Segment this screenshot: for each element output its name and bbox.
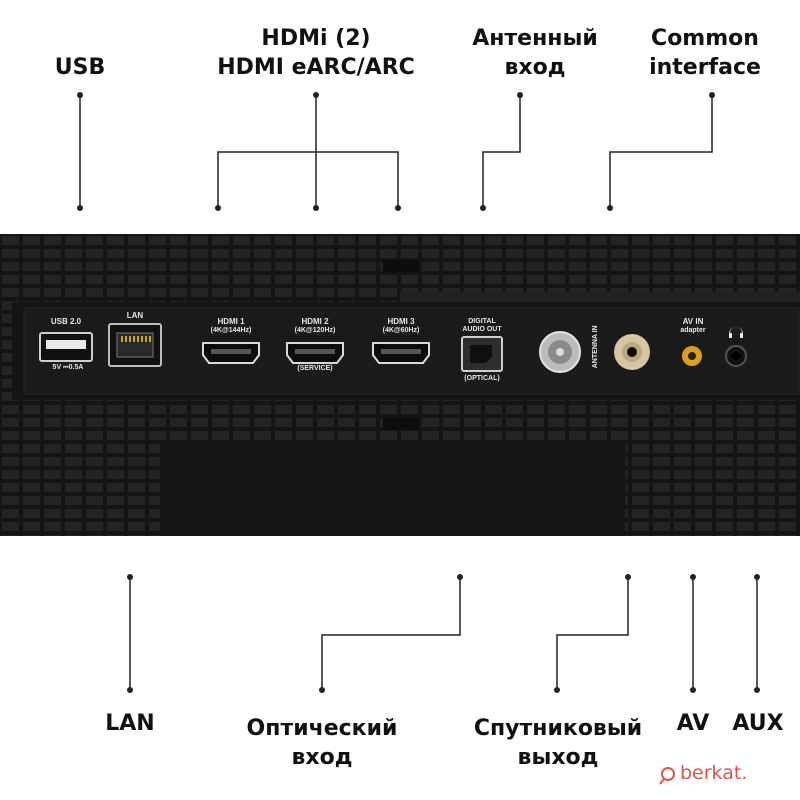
callout-lan: LAN <box>105 711 155 736</box>
callout-optical: Оптический вход <box>240 714 404 772</box>
berkat-logo-icon <box>659 767 675 785</box>
recess-panel <box>160 440 625 536</box>
optical-label-line2: AUDIO OUT <box>462 325 502 333</box>
hdmi3-spec: (4K@60Hz) <box>382 326 420 334</box>
hdmi3-label: HDMI 3 (4K@60Hz) <box>366 317 436 334</box>
antenna-label: ANTENNA IN <box>592 325 600 369</box>
callout-usb: USB <box>54 55 106 80</box>
hdmi2-tongue <box>295 349 335 354</box>
lan-pins <box>121 336 151 342</box>
watermark: berkat. <box>680 762 748 784</box>
av-in-name: AV IN <box>682 317 704 326</box>
callout-aux: AUX <box>732 711 784 736</box>
callout-antenna-line1: Антенный <box>472 26 598 51</box>
coax-connector-hole <box>627 347 637 357</box>
callout-sat-line2: выход <box>517 745 599 770</box>
callout-hdmi-line2: HDMI eARC/ARC <box>217 55 415 80</box>
av-in-label: AV IN adapter <box>670 317 716 334</box>
callout-ci-line1: Common <box>651 26 759 51</box>
top-slot <box>383 260 419 272</box>
leader-dots-bottom <box>127 574 760 693</box>
hdmi2-name: HDMI 2 <box>301 317 329 326</box>
optical-label: DIGITAL AUDIO OUT <box>452 318 512 333</box>
hdmi1-tongue <box>211 349 251 354</box>
hdmi1-name: HDMI 1 <box>217 317 245 326</box>
headphone-icon <box>729 327 743 338</box>
lan-port-label: LAN <box>126 311 144 320</box>
antenna-connector-pin <box>556 348 564 356</box>
hdmi1-label: HDMI 1 (4K@144Hz) <box>196 317 266 334</box>
leader-lines-top <box>79 95 713 208</box>
hdmi3-tongue <box>381 349 421 354</box>
callout-hdmi-line1: HDMi (2) <box>261 26 371 51</box>
callout-antenna-line2: вход <box>504 55 566 80</box>
av-in-jack-hole <box>688 352 696 360</box>
callout-optical-line1: Оптический <box>246 716 398 741</box>
optical-port-window <box>470 345 492 363</box>
callout-av: AV <box>676 711 710 736</box>
usb-port-tongue <box>46 340 86 349</box>
callout-antenna: Антенный вход <box>460 24 610 82</box>
callout-hdmi: HDMi (2) HDMI eARC/ARC <box>206 24 426 82</box>
callout-optical-line2: вход <box>291 745 353 770</box>
usb-power-label: 5V ⎓0.5A <box>52 364 84 371</box>
bottom-slot <box>383 418 419 430</box>
usb-port-label: USB 2.0 <box>50 317 82 326</box>
leader-dots-top <box>77 92 715 211</box>
leader-lines-bottom <box>129 577 758 690</box>
hdmi2-spec: (4K@120Hz) <box>294 326 336 334</box>
callout-satellite: Спутниковый выход <box>466 714 650 772</box>
panel-top-strip <box>400 292 800 302</box>
hdmi2-label: HDMI 2 (4K@120Hz) <box>280 317 350 334</box>
headphone-jack-hole <box>732 352 740 360</box>
av-in-sub: adapter <box>680 326 706 334</box>
hdmi1-spec: (4K@144Hz) <box>210 326 252 334</box>
callout-sat-line1: Спутниковый <box>473 716 643 741</box>
optical-note: (OPTICAL) <box>464 375 500 382</box>
hdmi2-note: (SERVICE) <box>297 365 333 372</box>
callout-ci-line2: interface <box>649 55 761 80</box>
callout-common-interface: Common interface <box>640 24 770 82</box>
optical-label-line1: DIGITAL <box>468 318 496 325</box>
hdmi3-name: HDMI 3 <box>387 317 415 326</box>
